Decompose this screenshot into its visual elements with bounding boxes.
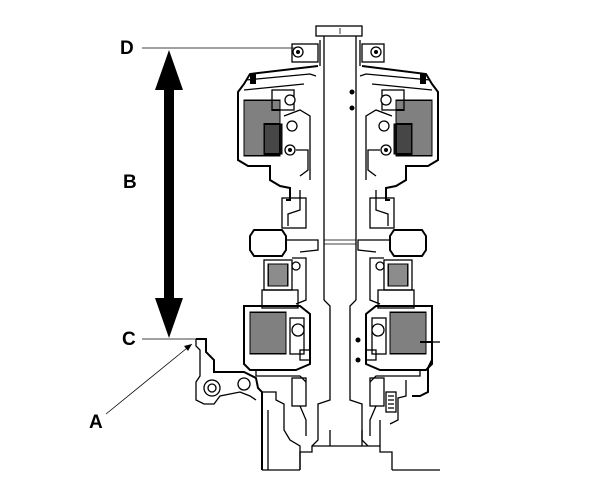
upper-clutch-right [349, 65, 439, 229]
callout-b-label: B [123, 172, 137, 193]
transmission-housing [195, 338, 440, 471]
top-bearing [291, 43, 385, 63]
dimension-arrow-b [155, 50, 183, 338]
lower-clutch-right [355, 305, 433, 436]
callout-c-label: C [122, 329, 136, 350]
middle-gear-left [249, 229, 319, 309]
lower-clutch-left [243, 305, 311, 436]
callout-d-label: D [120, 38, 134, 59]
leader-line-a [105, 343, 193, 415]
middle-gear-right [357, 229, 427, 309]
upper-clutch-left [237, 65, 319, 229]
main-shaft [311, 25, 369, 447]
callout-a-label: A [89, 412, 103, 433]
